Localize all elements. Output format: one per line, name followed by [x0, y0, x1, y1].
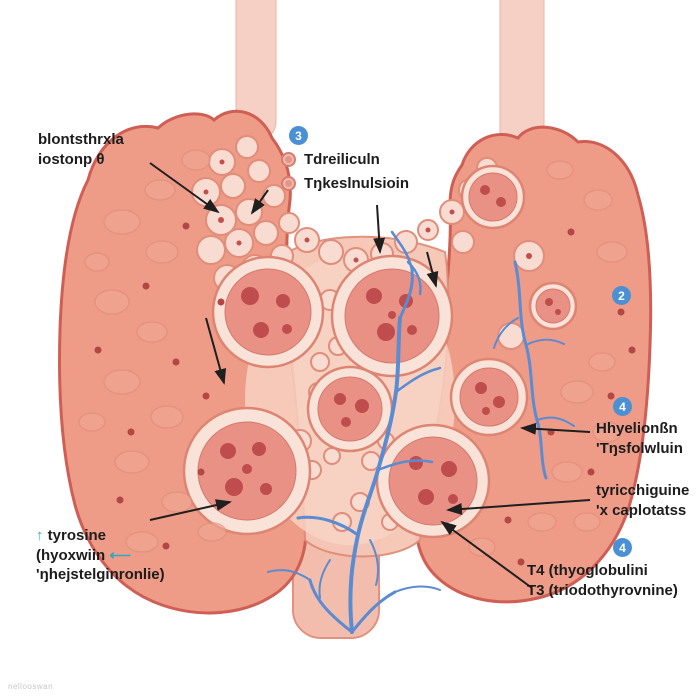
lobe-nuclei-dots — [94, 222, 636, 566]
arrow-follicle-legend — [250, 189, 269, 215]
badge-parafollicular: 4 — [613, 397, 632, 416]
follicle — [460, 164, 526, 230]
arrow-parafollicular — [520, 422, 591, 435]
teal-left-arrow-icon: ⟵ — [109, 546, 131, 564]
badge-follicle-band: 3 — [289, 126, 308, 145]
badge-right-upper: 2 — [612, 286, 631, 305]
arrow-capillaries — [446, 499, 591, 516]
follicle — [330, 254, 454, 378]
arrow-isthmus — [149, 162, 220, 214]
annotation-isthmus-line2: iostonp θ — [38, 150, 105, 168]
large-follicles — [182, 164, 578, 539]
annotation-tyrosine-text2: (hyoxwiin — [36, 546, 106, 564]
annotation-capillaries-line2: 'x caplotatss — [596, 501, 687, 519]
annotation-parafollicular-line1: Hhyelionßn — [596, 420, 678, 437]
annotation-isthmus: blontsthrxla iostonp θ — [38, 130, 124, 169]
teal-up-arrow-icon: ↑ — [36, 527, 44, 544]
follicle-icon — [281, 176, 296, 191]
lobe-texture — [78, 149, 628, 557]
annotation-hormones-line2: T3 (triodothyrovnine) — [527, 581, 678, 599]
follicle-icon — [281, 152, 296, 167]
legend-row: Tdreiliculn — [281, 151, 409, 168]
watermark: nellooswan — [8, 682, 54, 691]
follicle — [306, 365, 394, 453]
follicle — [528, 281, 578, 331]
arrow-left-follicle — [205, 317, 227, 385]
annotation-tyrosine-text1: tyrosine — [47, 527, 107, 544]
legend-label: Tdreiliculn — [304, 151, 380, 168]
legend-row: Tŋkeslnulsioin — [281, 175, 409, 192]
arrow-band-top — [373, 204, 386, 254]
annotation-hormones-line1: T4 (thyoglobulini — [527, 562, 648, 579]
annotation-parafollicular: Hhyelionßn 'Tŋsfolwluin — [596, 419, 683, 458]
annotation-parafollicular-line2: 'Tŋsfolwluin — [596, 439, 683, 457]
arrow-band-right — [426, 251, 439, 288]
blood-vessels — [267, 230, 575, 634]
arrow-annotations — [149, 162, 591, 589]
legend-label: Tŋkeslnulsioin — [304, 175, 410, 192]
annotation-tyrosine-line2: (hyoxwiin ⟵ — [36, 546, 165, 566]
annotation-tyrosine-line3: 'ŋhejstelginronlie) — [36, 566, 165, 583]
annotation-capillaries: tyricchiguine 'x caplotatss — [596, 481, 689, 520]
annotation-isthmus-line1: blontsthrxla — [38, 131, 124, 148]
annotation-tyrosine-line1: ↑ tyrosine — [36, 526, 165, 546]
arrow-hormones — [440, 520, 533, 589]
annotation-tyrosine: ↑ tyrosine (hyoxwiin ⟵ 'ŋhejstelginronli… — [36, 526, 165, 585]
follicle — [375, 423, 491, 539]
arrow-tyrosine — [149, 499, 232, 521]
annotation-capillaries-line1: tyricchiguine — [596, 482, 690, 499]
annotation-follicle-legend: Tdreiliculn Tŋkeslnulsioin — [281, 151, 409, 199]
follicle — [449, 357, 529, 437]
follicle — [211, 255, 325, 369]
annotation-hormones: T4 (thyoglobulini T3 (triodothyrovnine) — [527, 561, 678, 600]
badge-hormones: 4 — [613, 538, 632, 557]
